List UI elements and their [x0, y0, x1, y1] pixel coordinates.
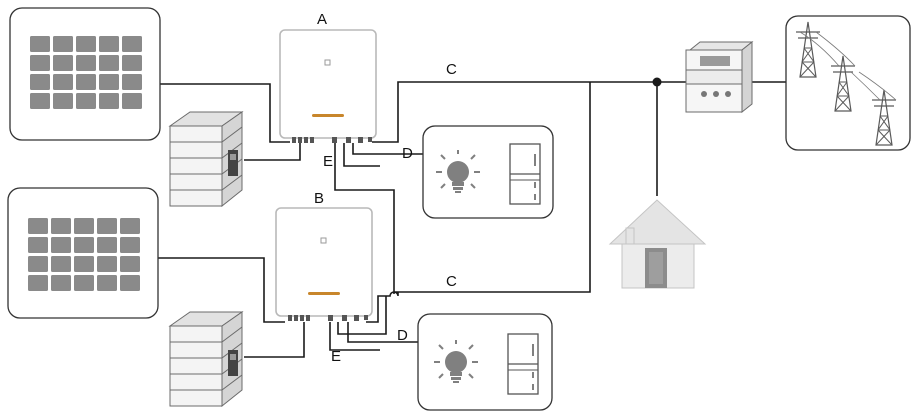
inverter-a-label: A — [317, 11, 327, 28]
utility-grid — [785, 15, 911, 151]
battery-stack-icon — [169, 311, 243, 407]
grid-bus — [394, 82, 591, 293]
pv-b-dc-wire — [157, 257, 285, 323]
backup-wire-d-top-label: D — [402, 145, 413, 162]
grid-junction-dot — [652, 77, 662, 87]
comm-wire-e-top-label: E — [323, 153, 333, 170]
backup-wire-d-bottom-label: D — [397, 327, 408, 344]
grid-wire-c-top-label: C — [446, 61, 457, 78]
solar-panel-bottom — [7, 187, 159, 319]
grid-wire-c-bottom — [366, 291, 399, 323]
energy-meter-icon — [685, 40, 754, 114]
battery-b-wire — [244, 322, 305, 358]
grid-wire-c-top — [372, 81, 657, 143]
pv-a-dc-wire — [160, 83, 290, 143]
inverter-b-label: B — [314, 190, 324, 207]
inverter-a — [279, 29, 377, 144]
battery-a-wire — [244, 142, 301, 161]
battery-stack-top — [169, 111, 243, 207]
solar-panel-top — [9, 7, 161, 141]
backup-load-bottom — [417, 313, 553, 411]
comm-wire-a-link — [343, 143, 380, 167]
comm-wire-e-bottom-label: E — [331, 348, 341, 365]
house-icon — [608, 199, 707, 289]
comm-wire-b-link — [337, 296, 387, 335]
backup-load-top — [422, 125, 554, 219]
inverter-b — [275, 207, 373, 322]
battery-stack-icon — [169, 111, 243, 207]
inverter-icon — [275, 207, 373, 322]
backup-wire-d-bottom — [347, 322, 418, 343]
grid-wire-c-bottom-label: C — [446, 273, 457, 290]
comm-wire-e-bottom — [329, 322, 380, 351]
backup-wire-d-top — [352, 143, 423, 155]
comm-wire-e-top — [334, 143, 395, 294]
battery-stack-bottom — [169, 311, 243, 407]
inverter-icon — [279, 29, 377, 144]
